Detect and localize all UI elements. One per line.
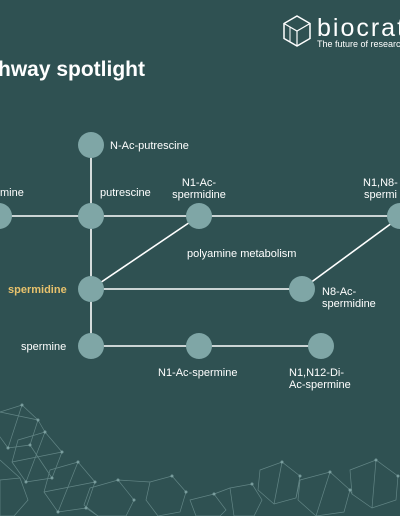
label-n8-ac-spermidine: N8-Ac- spermidine xyxy=(322,286,376,310)
label-n1n12-line1: N1,N12-Di- xyxy=(289,367,345,379)
node-n1-ac-spermidine xyxy=(186,203,212,229)
brand-tagline: The future of research a xyxy=(317,39,400,49)
pathway-edges xyxy=(0,145,400,347)
label-n1n8-diac-spermidine: N1,N8- spermi xyxy=(363,177,398,201)
node-n1n12-diac-spermine xyxy=(308,333,334,359)
brand-wordmark: biocrat xyxy=(317,14,400,42)
biocrates-hexagon-logo-icon xyxy=(283,15,311,47)
node-n1-ac-spermine xyxy=(186,333,212,359)
edge-spermidine-n1-ac-spermidine xyxy=(90,215,200,290)
node-n1n8-diac-spermidine xyxy=(387,203,400,229)
label-spermidine: spermidine xyxy=(8,284,67,296)
label-polyamine-metabolism: polyamine metabolism xyxy=(187,248,297,260)
label-n1n8-line2: spermi xyxy=(364,189,398,201)
page-title: thway spotlight xyxy=(0,58,145,81)
label-n1n8-line1: N1,N8- xyxy=(363,177,398,189)
label-ornithine: mine xyxy=(0,187,24,199)
node-n8-ac-spermidine xyxy=(289,276,315,302)
node-putrescine xyxy=(78,203,104,229)
node-spermine xyxy=(78,333,104,359)
node-ornithine xyxy=(0,203,12,229)
edge-n8-ac-spermidine-n1n8 xyxy=(301,219,397,290)
node-spermidine xyxy=(78,276,104,302)
polyhedra-vertex-dots xyxy=(6,403,400,514)
pathway-nodes xyxy=(0,132,400,359)
brand-logo: biocrat The future of research a xyxy=(280,12,400,56)
node-n-ac-putrescine xyxy=(78,132,104,158)
label-n1-ac-spermidine-line2: spermidine xyxy=(172,189,226,201)
label-n1-ac-spermidine-line1: N1-Ac- xyxy=(181,177,217,189)
label-putrescine: putrescine xyxy=(100,187,151,199)
label-n1n12-diac-spermine: N1,N12-Di- Ac-spermine xyxy=(289,367,351,391)
label-n1-ac-spermine: N1-Ac-spermine xyxy=(158,367,238,379)
label-n8-ac-spermidine-line2: spermidine xyxy=(322,298,376,310)
label-n1n12-line2: Ac-spermine xyxy=(289,379,351,391)
label-spermine: spermine xyxy=(21,341,67,353)
label-n8-ac-spermidine-line1: N8-Ac- xyxy=(322,286,357,298)
label-n-ac-putrescine: N-Ac-putrescine xyxy=(110,140,189,152)
polyhedra-network-decoration xyxy=(0,404,399,516)
label-n1-ac-spermidine: N1-Ac- spermidine xyxy=(163,177,235,201)
